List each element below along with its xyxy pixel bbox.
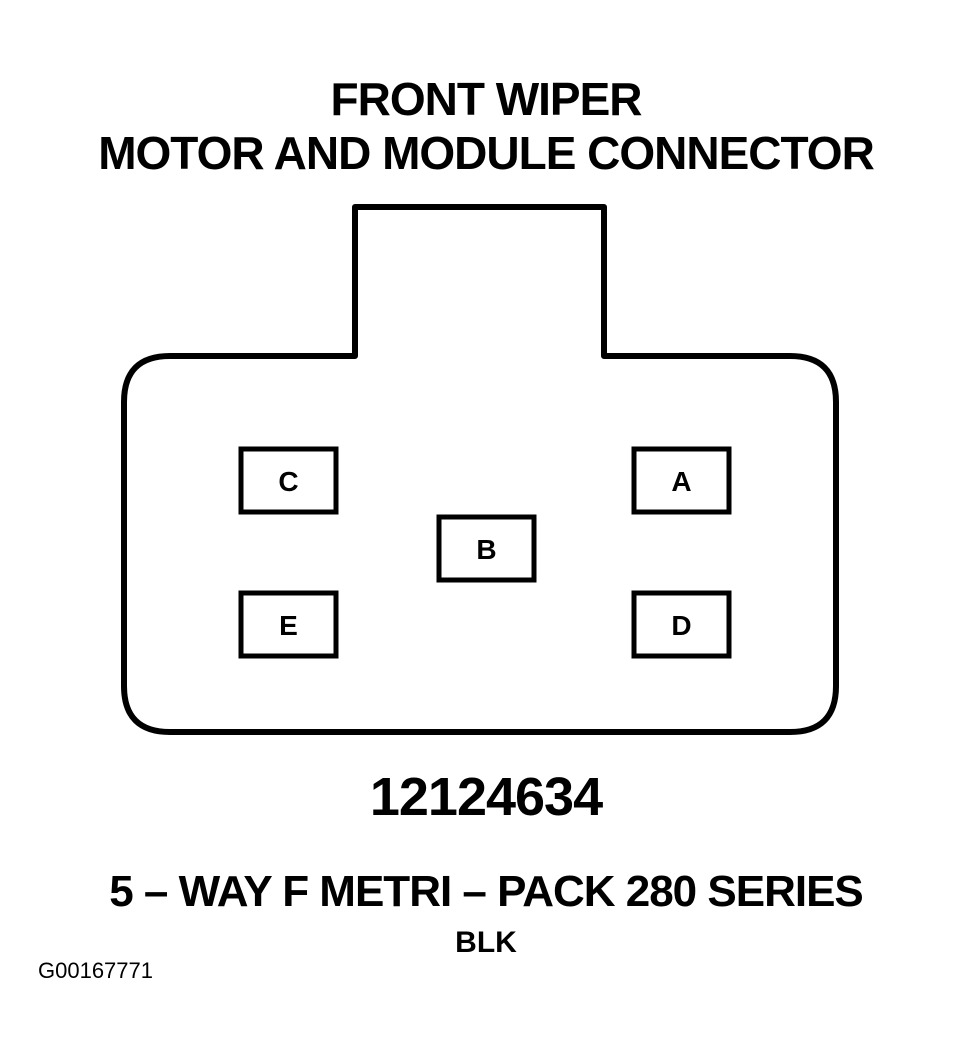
connector-color: BLK [455,926,517,959]
title-line-1: FRONT WIPER [330,73,643,125]
connector-outline [121,204,839,735]
pin-b-cavity: B [436,514,537,583]
pin-a-cavity: A [631,446,732,515]
pin-c-cavity: C [238,446,339,515]
pin-c-label: C [278,466,298,497]
title-line-2: MOTOR AND MODULE CONNECTOR [98,127,875,179]
pin-b-label: B [476,534,496,565]
pin-e-label: E [279,610,298,641]
pin-e-cavity: E [238,590,339,659]
figure-id: G00167771 [38,958,153,983]
pin-d-label: D [671,610,691,641]
part-number: 12124634 [369,767,603,827]
pin-a-label: A [671,466,691,497]
connector-series: 5 – WAY F METRI – PACK 280 SERIES [109,867,864,916]
pin-d-cavity: D [631,590,732,659]
